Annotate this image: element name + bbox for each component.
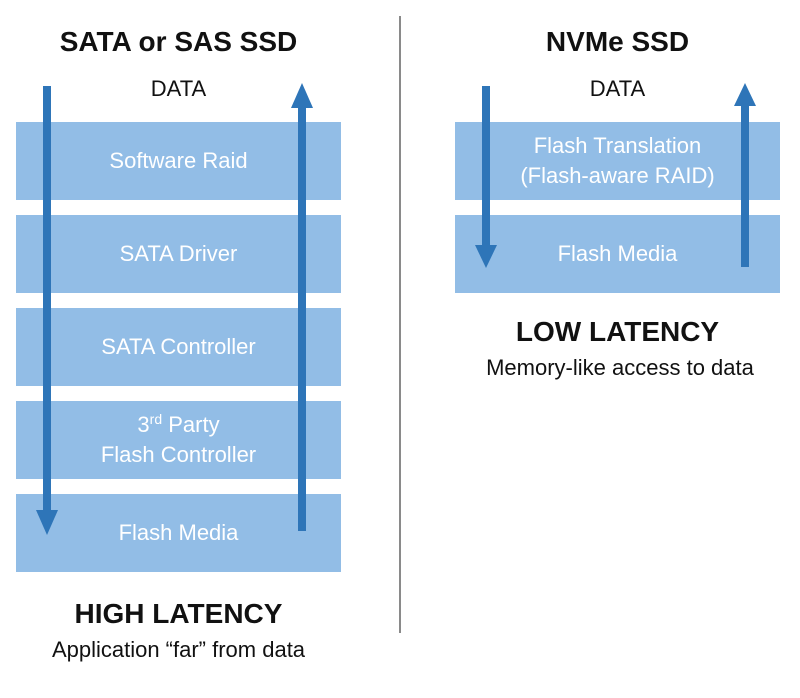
- layer-flash-media-right: Flash Media: [455, 215, 780, 293]
- layer-label-line2: (Flash-aware RAID): [520, 163, 715, 188]
- layer-label: Flash Media: [118, 520, 239, 545]
- layer-sata-controller: SATA Controller: [16, 308, 341, 386]
- layer-label: Software Raid: [109, 148, 248, 173]
- layer-flash-translation: Flash Translation (Flash-aware RAID): [455, 122, 780, 200]
- layer-sata-driver: SATA Driver: [16, 215, 341, 293]
- right-panel-title: NVMe SSD: [545, 26, 690, 57]
- layer-label-line1: 3rd Party: [137, 411, 220, 437]
- layer-label: Flash Media: [557, 241, 678, 266]
- layer-flash-media-left: Flash Media: [16, 494, 341, 572]
- high-latency-subtitle: Application “far” from data: [51, 637, 306, 662]
- left-panel-title: SATA or SAS SSD: [59, 26, 298, 57]
- low-latency-title: LOW LATENCY: [515, 316, 720, 347]
- layer-label-line2: Flash Controller: [100, 442, 257, 467]
- layer-label: SATA Controller: [101, 334, 256, 359]
- low-latency-subtitle: Memory-like access to data: [486, 355, 754, 380]
- layer-software-raid: Software Raid: [16, 122, 341, 200]
- right-data-label: DATA: [589, 76, 646, 101]
- layer-label-line1: Flash Translation: [533, 133, 702, 158]
- high-latency-title: HIGH LATENCY: [74, 598, 283, 629]
- layer-label: SATA Driver: [119, 241, 238, 266]
- layer-third-party-flash-controller: 3rd Party Flash Controller: [16, 401, 341, 479]
- panel-divider: [399, 16, 401, 633]
- left-data-label: DATA: [150, 76, 207, 101]
